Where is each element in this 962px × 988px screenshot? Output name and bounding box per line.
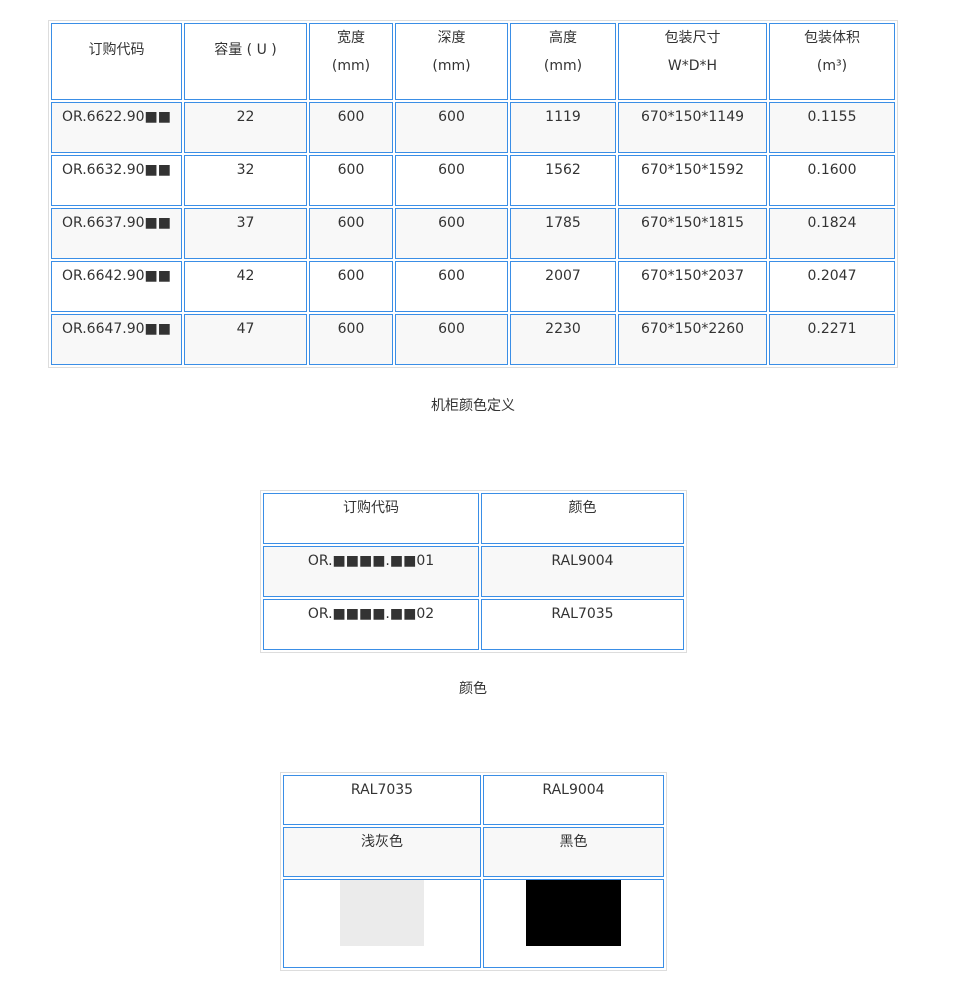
color-code: RAL7035 xyxy=(283,775,481,825)
header-cell: 宽度(mm) xyxy=(309,23,393,100)
table-row: OR.■■■■.■■02 RAL7035 xyxy=(263,599,684,650)
table-cell: 42 xyxy=(184,261,307,312)
table-cell: OR.6637.90■■ xyxy=(51,208,182,259)
table-cell: 32 xyxy=(184,155,307,206)
color-code-table: 订购代码 颜色 OR.■■■■.■■01 RAL9004 OR.■■■■.■■0… xyxy=(260,490,687,653)
table-cell: OR.6647.90■■ xyxy=(51,314,182,365)
table-cell: 600 xyxy=(309,155,393,206)
table-cell: 600 xyxy=(395,261,508,312)
header-cell: 订购代码 xyxy=(263,493,479,544)
table-cell: 670*150*1592 xyxy=(618,155,767,206)
table-cell: OR.6642.90■■ xyxy=(51,261,182,312)
table-cell: 0.1824 xyxy=(769,208,895,259)
table-cell: 1785 xyxy=(510,208,616,259)
table-row xyxy=(283,879,664,968)
caption-cabinet-color: 机柜颜色定义 xyxy=(431,398,515,414)
table-cell: 0.2271 xyxy=(769,314,895,365)
swatch-table: RAL7035 RAL9004 浅灰色 黑色 xyxy=(280,772,667,971)
table-cell: OR.6622.90■■ xyxy=(51,102,182,153)
table-cell: 37 xyxy=(184,208,307,259)
table-cell: 600 xyxy=(395,314,508,365)
color-code: RAL9004 xyxy=(483,775,664,825)
header-cell: 订购代码 xyxy=(51,23,182,100)
order-code: OR.■■■■.■■01 xyxy=(263,546,479,597)
color-code: RAL7035 xyxy=(481,599,684,650)
black-swatch xyxy=(526,880,621,946)
table-cell: OR.6632.90■■ xyxy=(51,155,182,206)
table-cell: 600 xyxy=(395,208,508,259)
header-cell: 颜色 xyxy=(481,493,684,544)
table-cell: 47 xyxy=(184,314,307,365)
table-cell: 2007 xyxy=(510,261,616,312)
table-cell: 0.1600 xyxy=(769,155,895,206)
table-cell: 1562 xyxy=(510,155,616,206)
color-name: 黑色 xyxy=(483,827,664,877)
table-cell: 0.1155 xyxy=(769,102,895,153)
header-cell: 高度(mm) xyxy=(510,23,616,100)
table-cell: 0.2047 xyxy=(769,261,895,312)
table-cell: 600 xyxy=(309,208,393,259)
table-cell: 600 xyxy=(309,314,393,365)
color-name: 浅灰色 xyxy=(283,827,481,877)
header-cell: 深度(mm) xyxy=(395,23,508,100)
header-cell: 容量 ( U ) xyxy=(184,23,307,100)
table-cell: 2230 xyxy=(510,314,616,365)
header-cell: 包装体积(m³) xyxy=(769,23,895,100)
caption-color: 颜色 xyxy=(459,681,487,697)
header-row: 订购代码 颜色 xyxy=(263,493,684,544)
order-code: OR.■■■■.■■02 xyxy=(263,599,479,650)
light-grey-swatch xyxy=(340,880,424,946)
color-code: RAL9004 xyxy=(481,546,684,597)
table-cell: 670*150*2037 xyxy=(618,261,767,312)
table-cell: 600 xyxy=(309,261,393,312)
table-cell: 600 xyxy=(309,102,393,153)
table-cell: 600 xyxy=(395,102,508,153)
table-cell: 670*150*2260 xyxy=(618,314,767,365)
table-row: RAL7035 RAL9004 xyxy=(283,775,664,825)
table-cell: 670*150*1815 xyxy=(618,208,767,259)
table-cell: 1119 xyxy=(510,102,616,153)
table-cell: 600 xyxy=(395,155,508,206)
swatch-cell xyxy=(483,879,664,968)
table-cell: 670*150*1149 xyxy=(618,102,767,153)
swatch-cell xyxy=(283,879,481,968)
table-row: OR.■■■■.■■01 RAL9004 xyxy=(263,546,684,597)
table-cell: 22 xyxy=(184,102,307,153)
table-row: 浅灰色 黑色 xyxy=(283,827,664,877)
